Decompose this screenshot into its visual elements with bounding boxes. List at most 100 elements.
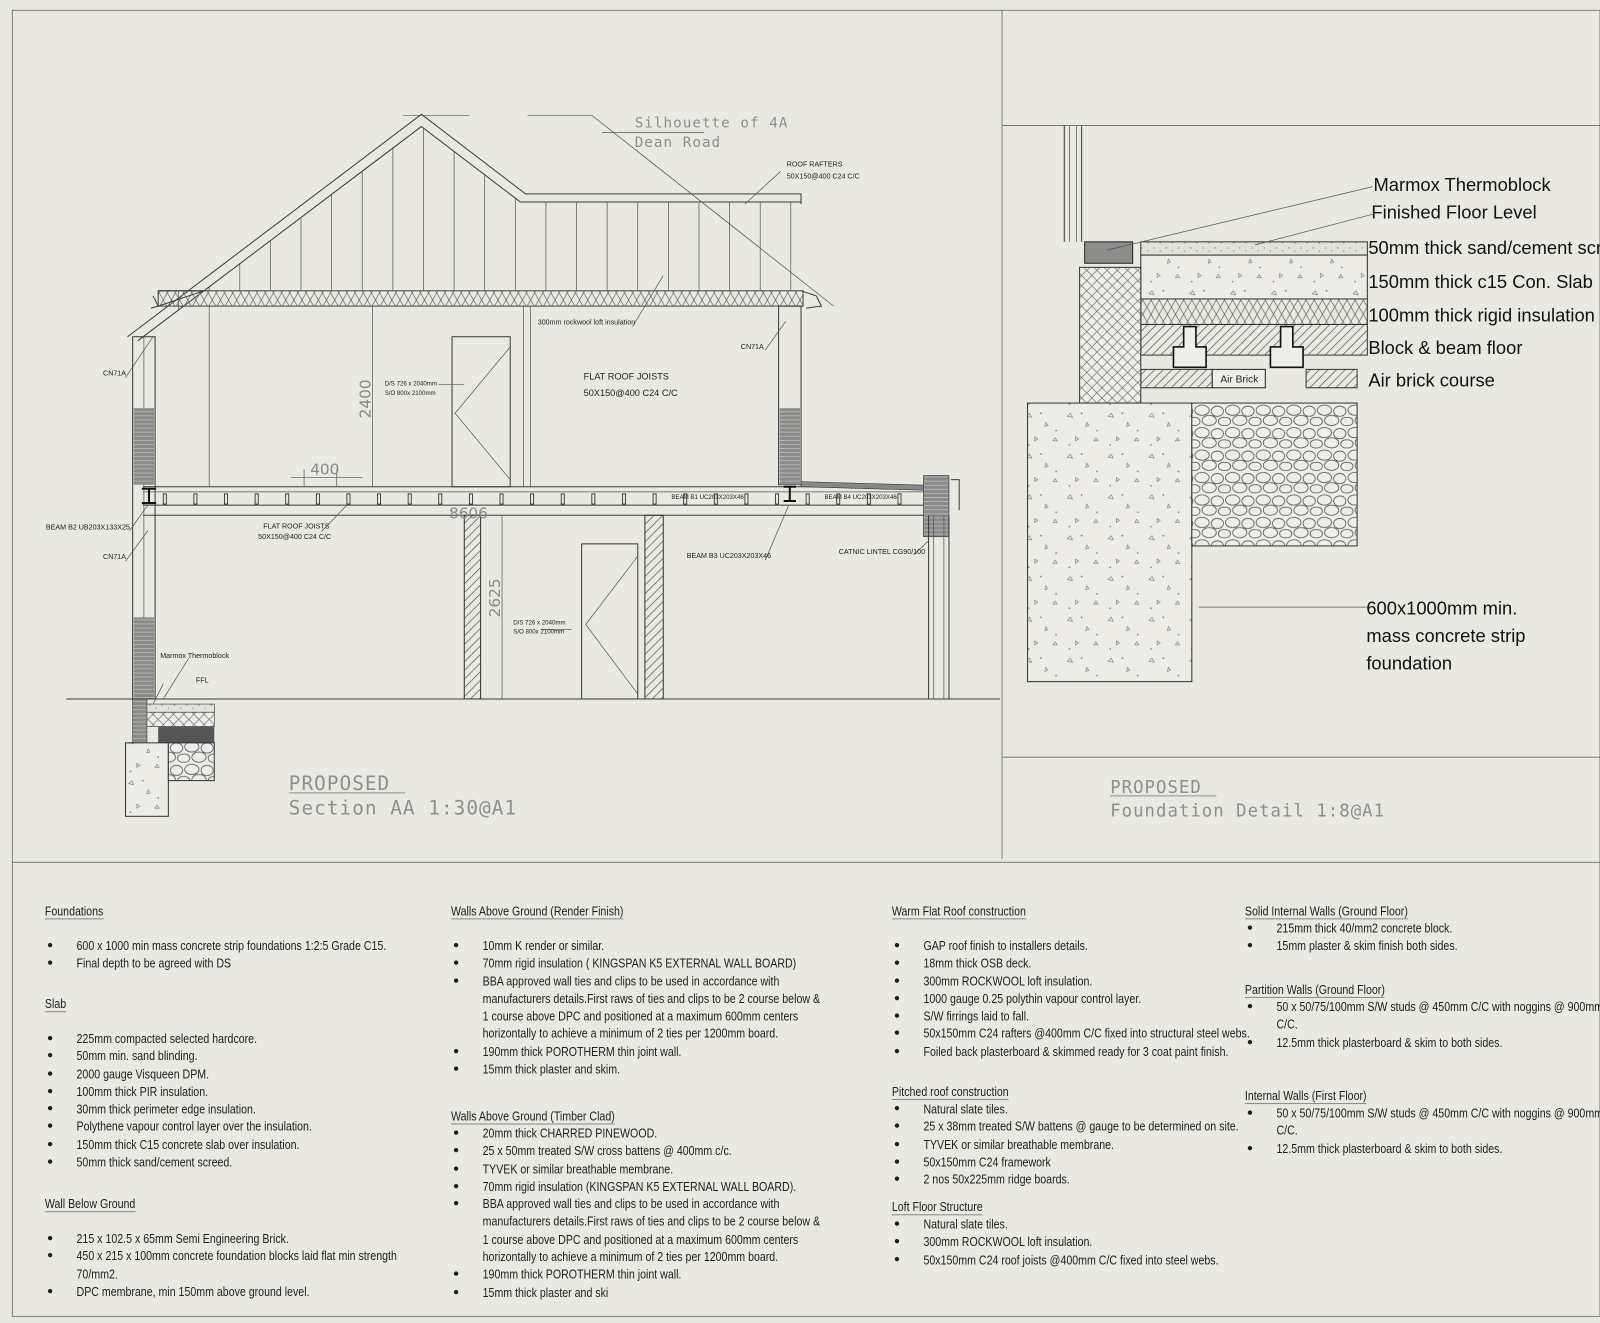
- steel-beam-b3: [783, 485, 796, 503]
- notes-list-item: ●50 x 50/75/100mm S/W studs @ 450mm C/C …: [1245, 998, 1600, 1033]
- notes-section: Loft Floor Structure●Natural slate tiles…: [891, 1199, 1352, 1268]
- bullet-icon: ●: [893, 1156, 901, 1168]
- notes-item-text: 30mm thick perimeter edge insulation.: [76, 1101, 256, 1117]
- air-brick-label: Air Brick: [1220, 375, 1259, 386]
- block-wall: [1079, 266, 1142, 404]
- notes-item-text: 20mm thick CHARRED PINEWOOD.: [482, 1125, 658, 1141]
- notes-item-text: 18mm thick OSB deck.: [923, 955, 1032, 971]
- bullet-icon: ●: [46, 1120, 54, 1133]
- notes-list-item: ● DPC membrane, min 150mm above ground le…: [45, 1283, 505, 1301]
- foundation-label-line1: 600x1000mm min.: [1366, 597, 1517, 618]
- notes-list-item: ●30mm thick perimeter edge insulation.: [45, 1100, 505, 1118]
- floor-joist: [897, 493, 902, 505]
- notes-item-text: 150mm thick C15 concrete slab over insul…: [76, 1136, 300, 1152]
- notes-section-heading: Foundations: [44, 903, 104, 920]
- flat-roof-joists-label: FLAT ROOF JOISTS: [263, 523, 329, 531]
- notes-item-text: 25 x 38mm treated S/W battens @ gauge to…: [923, 1118, 1239, 1134]
- floor-joist: [224, 493, 228, 505]
- notes-item-text: 215 x 102.5 x 65mm Semi Engineering Bric…: [76, 1230, 289, 1246]
- notes-list-item: ●12.5mm thick plasterboard & skim to bot…: [1245, 1139, 1600, 1157]
- notes-list-item: ●50mm thick sand/cement screed.: [45, 1153, 505, 1171]
- silhouette-label-line1: Silhouette of 4A: [635, 116, 789, 132]
- insulation-label: 100mm thick rigid insulation: [1368, 304, 1595, 325]
- bullet-icon: ●: [46, 1156, 54, 1168]
- bullet-icon: ●: [46, 1285, 54, 1297]
- notes-list-item: ●215mm thick 40/mm2 concrete block.: [1245, 919, 1600, 937]
- notes-list: ●Natural slate tiles.●25 x 38mm treated …: [892, 1100, 1352, 1188]
- notes-item-text: TYVEK or similar breathable membrane.: [482, 1160, 674, 1177]
- bullet-icon: ●: [453, 1268, 460, 1280]
- notes-item-text: Polythene vapour control layer over the …: [76, 1118, 312, 1135]
- flat-roof-joists-spec: 50X150@400 C24 C/C: [584, 388, 678, 398]
- notes-list: ●50 x 50/75/100mm S/W studs @ 450mm C/C …: [1245, 1104, 1600, 1157]
- notes-list: ● 215 x 102.5 x 65mm Semi Engineering Bri…: [45, 1230, 505, 1301]
- bullet-icon: ●: [893, 939, 901, 952]
- notes-list-item: ● 100mm thick PIR insulation.: [45, 1083, 505, 1101]
- notes-list-item: ●Final depth to be agreed with DS: [45, 954, 505, 972]
- marmox-thermoblock: [1084, 241, 1134, 264]
- notes-item-text: 300mm ROCKWOOL loft insulation.: [923, 973, 1093, 989]
- beam-b4-label: BEAM B4 UC203X203X46: [824, 494, 897, 501]
- notes-item-text: 50 x 50/75/100mm S/W studs @ 450mm C/C w…: [1276, 998, 1600, 1032]
- slab-label: 150mm thick c15 Con. Slab: [1368, 271, 1593, 292]
- foundation-detail-title: PROPOSED: [1110, 778, 1202, 798]
- notes-item-text: 50x150mm C24 roof joists @400mm C/C fixe…: [923, 1251, 1219, 1267]
- notes-list-item: ●1000 gauge 0.25 polythin vapour control…: [892, 990, 1352, 1008]
- notes-list-item: ●18mm thick OSB deck.: [892, 954, 1352, 972]
- notes-section: Slab●225mm compacted selected hardcore.●…: [44, 996, 505, 1171]
- notes-item-text: 15mm plaster & skim finish both sides.: [1276, 938, 1458, 954]
- notes-item-text: GAP roof finish to installers details.: [923, 937, 1088, 954]
- notes-item-text: 300mm ROCKWOOL loft insulation.: [923, 1233, 1093, 1250]
- bullet-icon: ●: [893, 1173, 901, 1185]
- bullet-icon: ●: [1246, 940, 1254, 952]
- dimension-400: 400: [310, 460, 339, 478]
- bullet-icon: ●: [893, 975, 901, 987]
- dimension-2400: 2400: [356, 379, 374, 418]
- notes-item-text: 50x150mm C24 rafters @400mm C/C fixed in…: [923, 1025, 1250, 1042]
- notes-list-item: ●S/W firrings laid to fall.: [892, 1007, 1352, 1025]
- notes-list-item: ●50x150mm C24 framework: [892, 1153, 1352, 1171]
- block-beam-label: Block & beam floor: [1368, 337, 1522, 358]
- notes-item-text: 25 x 50mm treated S/W cross battens @ 40…: [482, 1143, 732, 1159]
- bullet-icon: ●: [893, 1138, 901, 1150]
- bullet-icon: ●: [46, 957, 54, 969]
- bullet-icon: ●: [893, 1010, 901, 1022]
- bullet-icon: ●: [1246, 1107, 1254, 1119]
- catnic-lintel-label: CATNIC LINTEL CG90/100: [839, 548, 925, 556]
- floor-joist: [315, 493, 320, 505]
- notes-section: Wall Below Ground●215 x 102.5 x 65mm Sem…: [44, 1196, 505, 1301]
- bullet-icon: ●: [46, 1067, 54, 1080]
- internal-wall: [644, 514, 664, 700]
- bullet-icon: ●: [46, 1085, 54, 1097]
- notes-list-item: ● 300mm ROCKWOOL loft insulation.: [892, 1233, 1352, 1251]
- bullet-icon: ●: [453, 1180, 460, 1192]
- floor-joist: [377, 493, 382, 505]
- notes-item-text: TYVEK or similar breathable membrane.: [923, 1136, 1114, 1152]
- notes-item-text: DPC membrane, min 150mm above ground lev…: [76, 1283, 310, 1299]
- concrete-foundation: [1027, 402, 1193, 683]
- beam-b3-label: BEAM B3 UC203X203X46: [687, 552, 771, 560]
- bullet-icon: ●: [46, 1232, 54, 1244]
- notes-list-item: ●600 x 1000 min mass concrete strip foun…: [45, 937, 505, 955]
- bullet-icon: ●: [46, 1050, 54, 1062]
- bullet-icon: ●: [893, 1236, 901, 1248]
- notes-list: ●50 x 50/75/100mm S/W studs @ 450mm C/C …: [1245, 998, 1600, 1051]
- bullet-icon: ●: [453, 1063, 460, 1075]
- notes-list-item: ● 25 x 38mm treated S/W battens @ gauge t…: [892, 1118, 1352, 1136]
- floor-joist: [866, 493, 871, 505]
- bullet-icon: ●: [893, 1120, 901, 1132]
- bullet-icon: ●: [46, 1138, 54, 1150]
- bullet-icon: ●: [893, 1103, 901, 1115]
- notes-item-text: BBA approved wall ties and clips to be u…: [482, 1196, 821, 1265]
- notes-list-item: ●10mm K render or similar.: [451, 937, 911, 955]
- bullet-icon: ●: [453, 957, 460, 969]
- floor-joist: [683, 493, 688, 505]
- notes-list-item: ●Natural slate tiles.: [892, 1100, 1352, 1118]
- floor-joist: [805, 493, 810, 505]
- notes-list-item: ●Foiled back plasterboard & skimmed read…: [892, 1043, 1352, 1061]
- notes-section: Warm Flat Roof construction●GAP roof fin…: [891, 903, 1352, 1061]
- notes-list-item: ● 15mm plaster & skim finish both sides.: [1245, 937, 1600, 955]
- notes-item-text: 215mm thick 40/mm2 concrete block.: [1276, 920, 1453, 936]
- notes-item-text: 100mm thick PIR insulation.: [76, 1083, 209, 1099]
